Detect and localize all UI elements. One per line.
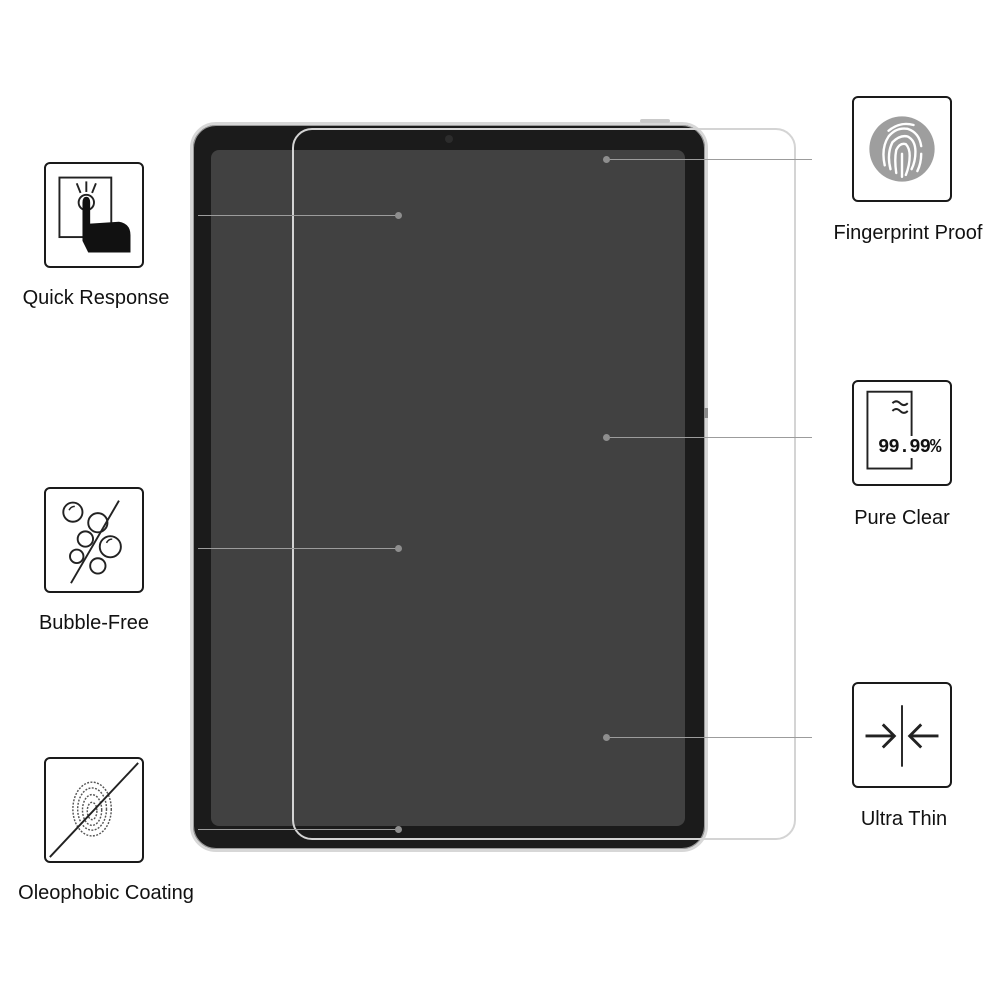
connector-oleophobic — [198, 829, 398, 830]
ultra-thin-box — [852, 682, 952, 788]
connector-fingerprint — [607, 159, 812, 160]
pure-clear-percent: 99.99% — [878, 436, 941, 458]
connector-dot — [603, 156, 610, 163]
fingerprint-proof-label: Fingerprint Proof — [833, 222, 983, 244]
connector-dot — [603, 734, 610, 741]
screen-protector-film — [292, 128, 796, 840]
connector-dot — [603, 434, 610, 441]
tablet-screen — [211, 150, 685, 826]
transparency-icon — [866, 390, 913, 470]
connector-ultra-thin — [607, 737, 812, 738]
top-button — [640, 119, 670, 123]
oleophobic-box — [44, 757, 144, 863]
camera-dot — [445, 135, 453, 143]
quick-response-label: Quick Response — [22, 287, 170, 309]
connector-dot — [395, 545, 402, 552]
ultra-thin-label: Ultra Thin — [860, 808, 948, 830]
connector-bubble-free — [198, 548, 398, 549]
quick-response-box — [44, 162, 144, 268]
bubbles-icon — [62, 500, 122, 584]
connector-pure-clear — [607, 437, 812, 438]
fingerprint-proof-box — [852, 96, 952, 202]
pure-clear-label: Pure Clear — [854, 507, 950, 529]
touch-hand-icon — [58, 176, 131, 253]
oleophobic-label: Oleophobic Coating — [18, 882, 194, 904]
pure-clear-box: 99.99% — [852, 380, 952, 486]
bubble-free-box — [44, 487, 144, 593]
no-oil-fingerprint-icon — [49, 762, 139, 858]
bubble-free-label: Bubble-Free — [38, 612, 150, 634]
connector-quick-response — [198, 215, 398, 216]
thin-arrows-icon — [865, 705, 939, 767]
connector-dot — [395, 212, 402, 219]
side-button — [704, 408, 708, 418]
connector-dot — [395, 826, 402, 833]
fingerprint-icon — [869, 116, 935, 182]
